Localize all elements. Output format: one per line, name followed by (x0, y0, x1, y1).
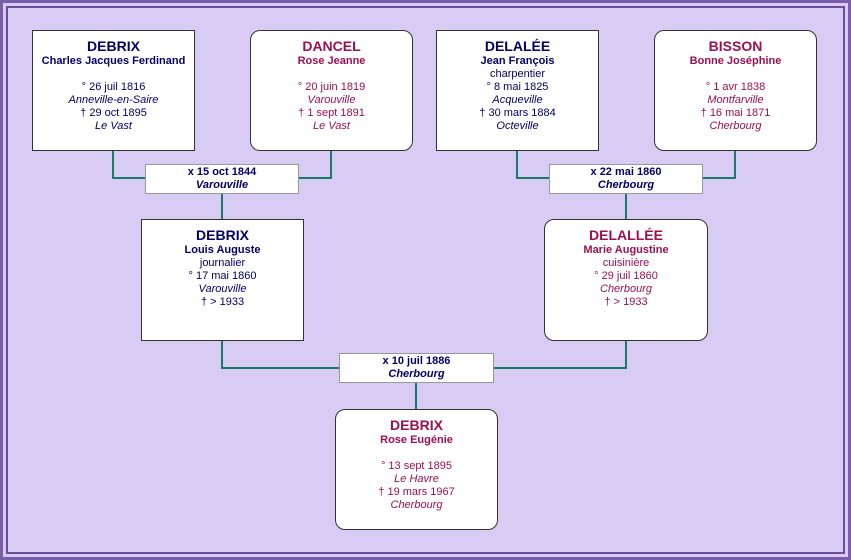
marriage-box-debrix-delallee[interactable]: x 10 juil 1886 Cherbourg (339, 353, 494, 383)
birth-date: ° 13 sept 1895 (380, 460, 453, 472)
marriage-box-delalee-bisson[interactable]: x 22 mai 1860 Cherbourg (549, 164, 703, 194)
connector-p2-m1 (299, 150, 332, 179)
person-box-debrix-rose[interactable]: DEBRIX Rose Eugénie ° 13 sept 1895 Le Ha… (335, 409, 498, 530)
death-date: † 1 sept 1891 (298, 107, 365, 119)
surname: DANCEL (302, 38, 361, 54)
given-names: Marie Augustine (583, 244, 669, 256)
death-place: Cherbourg (709, 120, 762, 132)
connector-p3-m2 (516, 150, 549, 179)
surname: DELALLÉE (589, 227, 663, 243)
death-place: Octeville (496, 120, 539, 132)
surname: DEBRIX (390, 417, 443, 433)
birth-date: ° 26 juil 1816 (81, 81, 146, 93)
death-place: Le Vast (95, 120, 132, 132)
connector-p5-m3 (221, 340, 340, 369)
marriage-place: Cherbourg (597, 179, 655, 191)
given-names: Louis Auguste (184, 244, 261, 256)
marriage-place: Cherbourg (388, 368, 445, 380)
birth-date: ° 20 juin 1819 (297, 81, 366, 93)
birth-place: Varouville (307, 94, 356, 106)
birth-place: Cherbourg (600, 283, 652, 295)
death-date: † 30 mars 1884 (479, 107, 556, 119)
connector-p6-m3 (494, 340, 627, 369)
occupation: journalier (199, 257, 246, 269)
person-box-delalee-jean[interactable]: DELALÉE Jean François charpentier ° 8 ma… (436, 30, 599, 151)
given-names: Bonne Joséphine (689, 55, 782, 67)
birth-date: ° 8 mai 1825 (486, 81, 549, 93)
surname: BISSON (708, 38, 763, 54)
birth-date: ° 1 avr 1838 (705, 81, 766, 93)
given-names: Jean François (480, 55, 555, 67)
person-box-debrix-louis[interactable]: DEBRIX Louis Auguste journalier ° 17 mai… (141, 219, 304, 341)
surname: DEBRIX (87, 38, 140, 54)
death-date: † 19 mars 1967 (378, 486, 455, 498)
birth-place: Anneville-en-Saire (68, 94, 159, 106)
birth-place: Le Havre (394, 473, 439, 485)
birth-date: ° 17 mai 1860 (188, 270, 257, 282)
person-box-bisson-bonne[interactable]: BISSON Bonne Joséphine ° 1 avr 1838 Mont… (654, 30, 817, 151)
surname: DEBRIX (196, 227, 249, 243)
person-box-delallee-marie[interactable]: DELALLÉE Marie Augustine cuisinière ° 29… (544, 219, 708, 341)
given-names: Charles Jacques Ferdinand (41, 55, 186, 67)
death-date: † 29 oct 1895 (80, 107, 147, 119)
marriage-place: Varouville (195, 179, 249, 191)
connector-p4-m2 (703, 150, 736, 179)
marriage-date: x 22 mai 1860 (590, 166, 662, 178)
death-date: † > 1933 (200, 296, 245, 308)
surname: DELALÉE (484, 38, 551, 54)
given-names: Rose Jeanne (297, 55, 366, 67)
occupation: charpentier (489, 68, 546, 80)
person-box-debrix-charles[interactable]: DEBRIX Charles Jacques Ferdinand ° 26 ju… (32, 30, 195, 151)
death-place: Cherbourg (390, 499, 443, 511)
marriage-date: x 10 juil 1886 (382, 355, 451, 367)
connector-p1-m1 (112, 150, 145, 179)
marriage-date: x 15 oct 1844 (187, 166, 257, 178)
birth-place: Montfarville (707, 94, 764, 106)
person-box-dancel-rose[interactable]: DANCEL Rose Jeanne ° 20 juin 1819 Varouv… (250, 30, 413, 151)
birth-place: Varouville (198, 283, 247, 295)
birth-date: ° 29 juil 1860 (594, 270, 658, 282)
birth-place: Acqueville (492, 94, 543, 106)
given-names: Rose Eugénie (380, 434, 453, 446)
marriage-box-debrix-dancel[interactable]: x 15 oct 1844 Varouville (145, 164, 299, 194)
death-place: Le Vast (313, 120, 350, 132)
occupation: cuisinière (602, 257, 650, 269)
death-date: † 16 mai 1871 (700, 107, 771, 119)
death-date: † > 1933 (604, 296, 648, 308)
